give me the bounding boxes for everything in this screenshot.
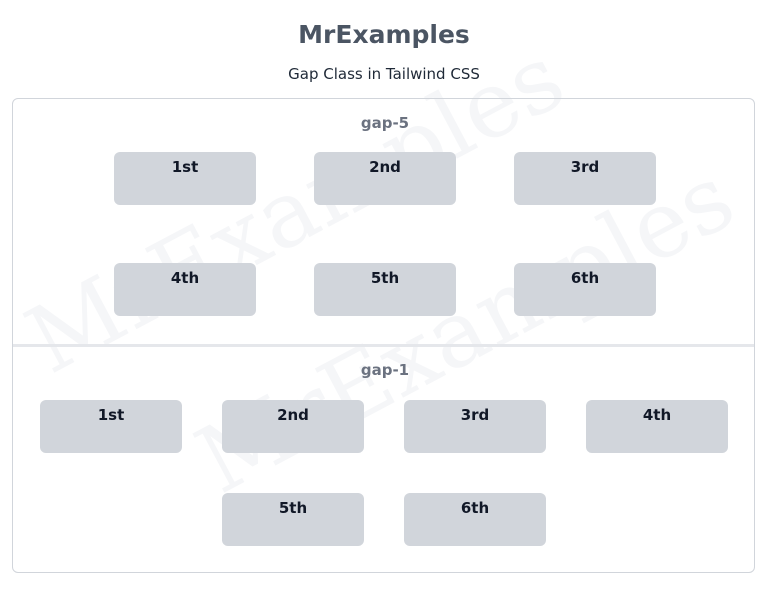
grid-item-1st: 1st	[114, 152, 256, 205]
section-divider	[13, 344, 754, 347]
grid-item-6th: 6th	[514, 263, 656, 316]
grid-item-4th: 4th	[114, 263, 256, 316]
grid-item-3rd: 3rd	[514, 152, 656, 205]
grid-item-6th: 6th	[404, 493, 546, 546]
grid-item-5th: 5th	[222, 493, 364, 546]
page-title: MrExamples	[298, 20, 470, 49]
grid-item-5th: 5th	[314, 263, 456, 316]
examples-panel	[12, 98, 755, 573]
grid-item-3rd: 3rd	[404, 400, 546, 453]
section-label-gap-5: gap-5	[360, 114, 410, 132]
grid-item-1st: 1st	[40, 400, 182, 453]
grid-item-2nd: 2nd	[222, 400, 364, 453]
section-label-gap-1: gap-1	[360, 361, 410, 379]
page-subtitle: Gap Class in Tailwind CSS	[288, 65, 480, 83]
grid-item-4th: 4th	[586, 400, 728, 453]
grid-item-2nd: 2nd	[314, 152, 456, 205]
